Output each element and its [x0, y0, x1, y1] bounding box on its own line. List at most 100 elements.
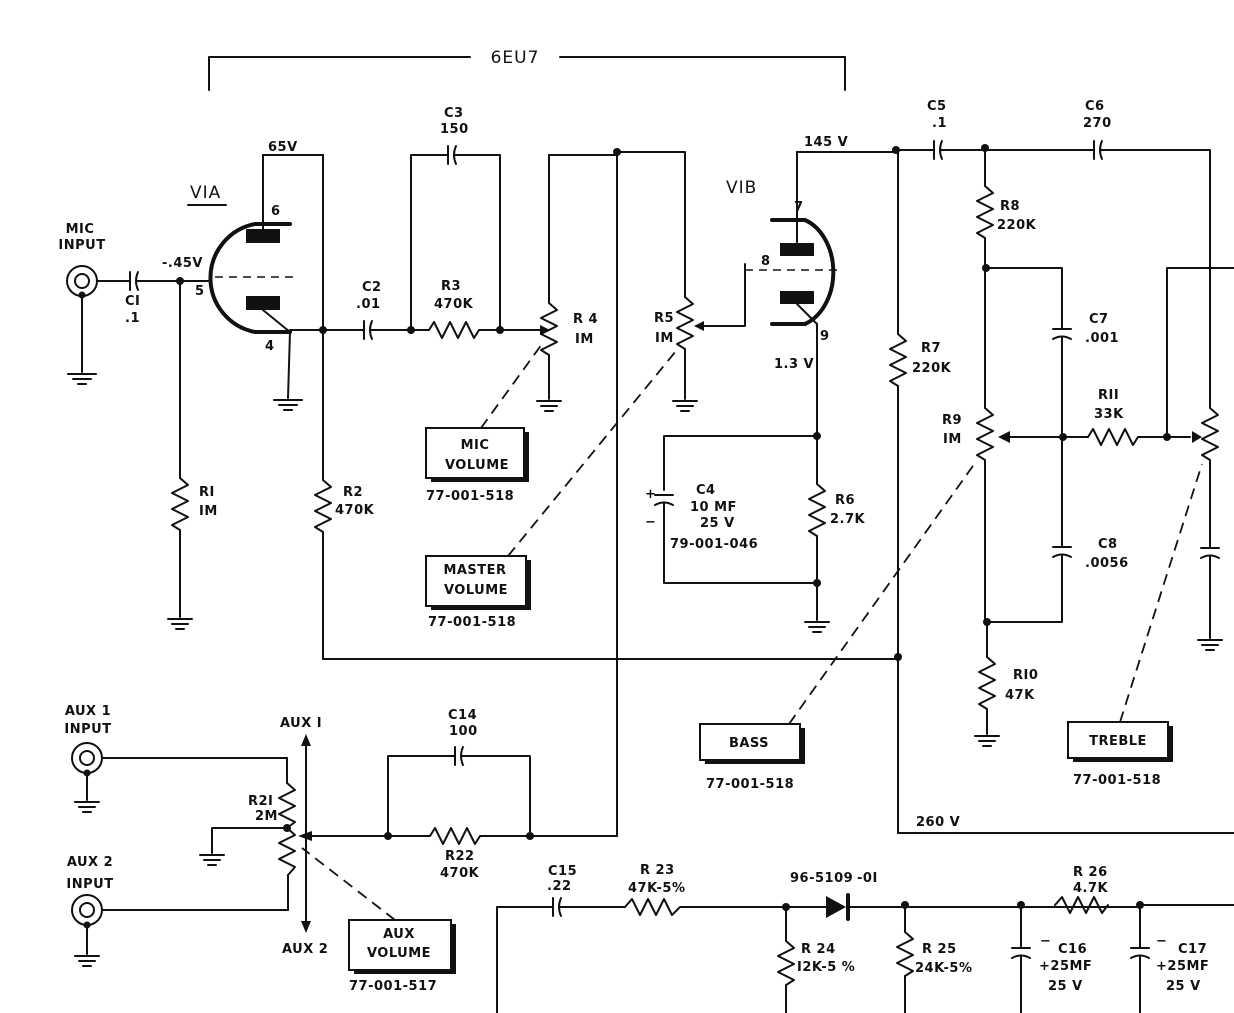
diode-suffix: -0I: [857, 871, 878, 886]
r21-name: R2I: [248, 794, 273, 809]
mic-input-jack: [66, 265, 131, 385]
aux1-input-jack: [71, 742, 288, 813]
c4-part: 79-001-046: [670, 537, 758, 552]
r7-name: R7: [921, 341, 941, 356]
c17-minus: −: [1156, 934, 1167, 949]
pin-8: 8: [761, 254, 771, 269]
v1b-tube: [745, 151, 840, 437]
c17-voltage: 25 V: [1166, 979, 1201, 994]
r26-name: R 26: [1073, 865, 1108, 880]
pin-6: 6: [271, 204, 281, 219]
r1: [167, 280, 193, 630]
r2-name: R2: [343, 485, 363, 500]
c4-name: C4: [696, 483, 716, 498]
r8-value: 220K: [997, 218, 1037, 233]
c16-value: +25MF: [1039, 959, 1092, 974]
c8-value: .0056: [1085, 556, 1129, 571]
v1b-label: VIB: [726, 178, 757, 198]
r22-name: R22: [445, 849, 475, 864]
mic-volume-box: MIC VOLUME: [425, 427, 529, 482]
c6-name: C6: [1085, 99, 1105, 114]
c17-value: +25MF: [1156, 959, 1209, 974]
c3-name: C3: [444, 106, 464, 121]
c4-value: 10 MF: [690, 500, 737, 515]
c3-value: 150: [440, 122, 469, 137]
pin-5: 5: [195, 284, 205, 299]
c16-minus: −: [1040, 934, 1051, 949]
c8-name: C8: [1098, 537, 1118, 552]
r6-name: R6: [835, 493, 855, 508]
b-plus-voltage: 260 V: [916, 815, 960, 830]
bass-part: 77-001-518: [706, 777, 794, 792]
bass-box: BASS: [699, 723, 805, 764]
c6-value: 270: [1083, 116, 1112, 131]
mic-volume-part: 77-001-518: [426, 489, 514, 504]
r25-name: R 25: [922, 942, 957, 957]
r5-value: IM: [655, 331, 674, 346]
r4-mic-volume-pot: [499, 154, 618, 412]
r3-value: 470K: [434, 297, 474, 312]
switch-aux2-label: AUX 2: [282, 942, 328, 957]
r10-value: 47K: [1005, 688, 1035, 703]
aux2-input-label-2: INPUT: [66, 877, 113, 892]
r23-name: R 23: [640, 863, 675, 878]
c1-value: .1: [125, 311, 140, 326]
mic-volume-line-1: MIC: [461, 438, 490, 453]
switch-aux1-label: AUX I: [280, 716, 322, 731]
r9-name: R9: [942, 413, 962, 428]
aux2-input-jack: [71, 894, 289, 967]
master-volume-box: MASTER VOLUME: [425, 555, 531, 610]
c17-name: C17: [1178, 942, 1207, 957]
aux1-input-label-2: INPUT: [64, 722, 111, 737]
aux1-input-label-1: AUX 1: [65, 704, 111, 719]
mic-input-label-1: MIC: [66, 222, 95, 237]
v1a-plate-voltage: 65V: [268, 140, 298, 155]
r2: [314, 479, 332, 660]
r22-value: 470K: [440, 866, 480, 881]
v1b-plate-voltage: 145 V: [804, 135, 848, 150]
pin-7: 7: [794, 200, 804, 215]
treble-part: 77-001-518: [1073, 773, 1161, 788]
master-volume-line-1: MASTER: [443, 563, 506, 578]
r4-value: IM: [575, 332, 594, 347]
r9-value: IM: [943, 432, 962, 447]
r24-name: R 24: [801, 942, 836, 957]
treble-box: TREBLE: [1067, 721, 1173, 762]
bass-line-1: BASS: [729, 736, 769, 751]
c2-value: .01: [356, 297, 381, 312]
c5-name: C5: [927, 99, 947, 114]
aux-volume-line-2: VOLUME: [367, 946, 431, 961]
tube-label: 6EU7: [491, 48, 540, 68]
r1-name: RI: [199, 485, 215, 500]
c15-name: C15: [548, 864, 577, 879]
aux-volume-part: 77-001-517: [349, 979, 437, 994]
c1: [129, 271, 209, 291]
c16-voltage: 25 V: [1048, 979, 1083, 994]
aux-volume-line-1: AUX: [383, 927, 415, 942]
c7-name: C7: [1089, 312, 1109, 327]
c4-voltage: 25 V: [700, 516, 735, 531]
r6-value: 2.7K: [830, 512, 866, 527]
c14-value: 100: [449, 724, 478, 739]
mic-volume-line-2: VOLUME: [445, 458, 509, 473]
r11-name: RII: [1098, 388, 1119, 403]
aux-volume-box: AUX VOLUME: [348, 919, 456, 974]
r7-value: 220K: [912, 361, 952, 376]
c1-name: CI: [125, 294, 140, 309]
c4-plus: +: [645, 487, 656, 502]
r10-name: RI0: [1013, 668, 1038, 683]
r23-value: 47K-5%: [628, 881, 686, 896]
diode-part: 96-5109: [790, 871, 853, 886]
r4-name: R 4: [573, 312, 598, 327]
v1b-cathode-voltage: 1.3 V: [774, 357, 814, 372]
mic-input-label-2: INPUT: [58, 238, 105, 253]
c7-value: .001: [1085, 331, 1119, 346]
r3-name: R3: [441, 279, 461, 294]
c5-value: .1: [932, 116, 947, 131]
master-volume-line-2: VOLUME: [444, 583, 508, 598]
v1a-label: VIA: [190, 183, 221, 203]
aux2-input-label-1: AUX 2: [67, 855, 113, 870]
pin-4: 4: [265, 339, 275, 354]
c14-name: C14: [448, 708, 477, 723]
r2-value: 470K: [335, 503, 375, 518]
